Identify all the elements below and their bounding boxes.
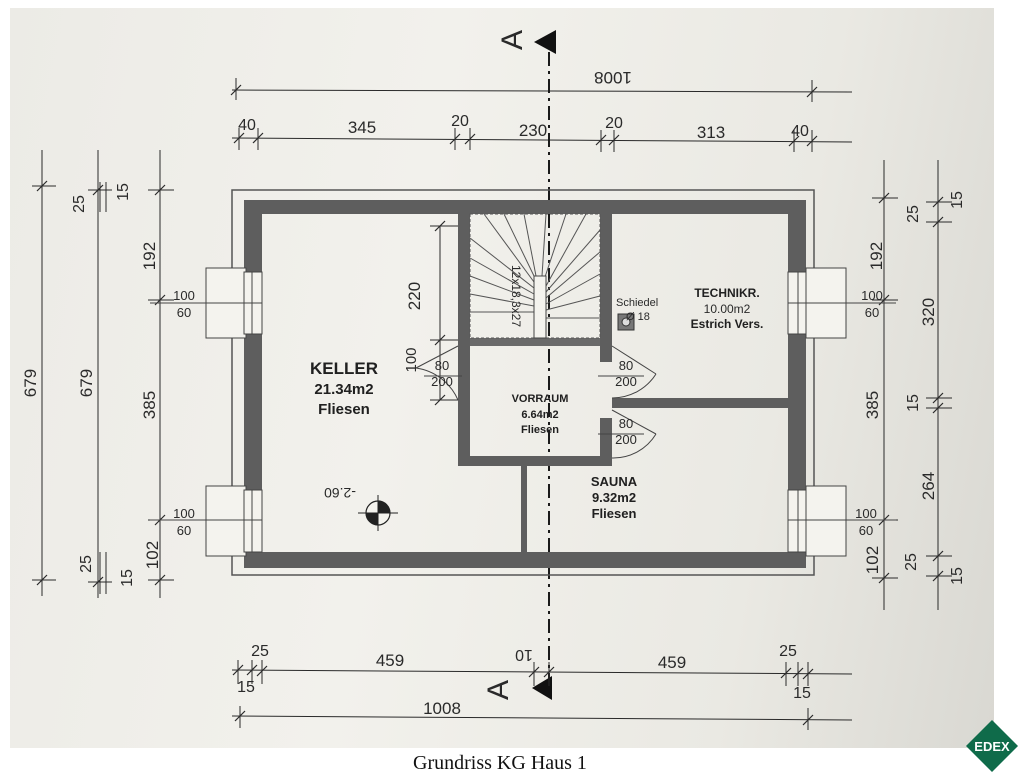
- bottom-seg-2: 459: [376, 651, 404, 670]
- door-technik-top: 80: [619, 358, 633, 373]
- right-dimension-chains: 192 385 102 25 15 320 15 264 25 15: [863, 160, 966, 610]
- room-keller: KELLER 21.34m2 Fliesen: [310, 359, 378, 418]
- window-rt-bottom: 60: [865, 305, 879, 320]
- window-right-bottom: [787, 485, 896, 557]
- right-chain-0: 192: [867, 242, 886, 270]
- bottom-seg-1: 15: [237, 679, 255, 696]
- stair-text: 12x18,3x27: [509, 265, 523, 327]
- left-lower-0: 25: [78, 555, 95, 573]
- top-seg-4: 20: [605, 115, 623, 132]
- level-marker: -2.60: [324, 485, 398, 531]
- left-chain-b-0: 192: [140, 242, 159, 270]
- room-vorraum-name: VORRAUM: [512, 393, 569, 405]
- floor-plan-sheet: [10, 8, 994, 748]
- staircase: 12x18,3x27 220 100: [403, 213, 601, 406]
- left-dimension-chains: 679 679 25 15 192 385 102 25 15: [21, 150, 174, 598]
- room-technik: TECHNIKR. 10.00m2 Estrich Vers.: [691, 286, 764, 331]
- section-arrow-top-icon: [534, 30, 556, 54]
- right-chain-2: 102: [863, 546, 882, 574]
- left-outer-0: 679: [21, 369, 40, 397]
- stair-height-dim: 220: [405, 282, 424, 310]
- door-keller: 80 200: [415, 345, 462, 401]
- room-vorraum-area: 6.64m2: [521, 409, 558, 421]
- right-inner-2: 320: [919, 298, 938, 326]
- right-inner-6: 15: [949, 567, 966, 585]
- building-walls: [231, 189, 815, 576]
- room-vorraum-floor: Fliesen: [521, 424, 559, 436]
- window-lt-top: 100: [173, 288, 195, 303]
- left-outer-1: 679: [77, 369, 96, 397]
- left-chain-b-2: 102: [143, 541, 162, 569]
- room-vorraum: VORRAUM 6.64m2 Fliesen: [512, 393, 569, 436]
- left-lower-1: 15: [119, 569, 136, 587]
- window-lb-top: 100: [173, 506, 195, 521]
- section-label-top: A: [496, 30, 529, 50]
- right-inner-5: 25: [903, 553, 920, 571]
- windows: 100 60 100 60 100 60 100 60: [150, 267, 896, 557]
- door-sauna-bottom: 200: [615, 432, 637, 447]
- section-arrow-bottom-icon: [532, 676, 552, 700]
- left-chain-a-1: 15: [115, 183, 132, 201]
- door-technik: 80 200: [598, 345, 657, 399]
- left-chain-a-0: 25: [71, 195, 88, 213]
- right-inner-0: 25: [905, 205, 922, 223]
- bottom-seg-6: 15: [793, 685, 811, 702]
- top-seg-1: 345: [348, 118, 376, 137]
- room-technik-area: 10.00m2: [704, 302, 751, 316]
- window-left-top: [150, 267, 263, 339]
- bottom-seg-3: 10: [515, 646, 533, 663]
- window-left-bottom: [150, 485, 263, 557]
- right-inner-1: 15: [949, 191, 966, 209]
- door-sauna-top: 80: [619, 416, 633, 431]
- level-value: -2.60: [324, 485, 356, 501]
- bottom-dimension-chains: 25 15 459 10 459 25 15 1008: [231, 643, 853, 730]
- top-total-dim: 1008: [594, 68, 632, 87]
- window-lb-bottom: 60: [177, 523, 191, 538]
- left-chain-b-1: 385: [140, 391, 159, 419]
- drawing-caption: Grundriss KG Haus 1: [413, 752, 587, 774]
- room-sauna-floor: Fliesen: [592, 506, 637, 521]
- top-seg-6: 40: [791, 123, 809, 140]
- stair-door-dim: 100: [403, 347, 420, 372]
- doors: 80 200 80 200 80 200: [415, 345, 657, 459]
- window-lt-bottom: 60: [177, 305, 191, 320]
- right-inner-3: 15: [905, 394, 922, 412]
- chimney-size: Ø 18: [626, 311, 650, 323]
- bottom-total-dim: 1008: [423, 699, 461, 718]
- right-chain-1: 385: [863, 391, 882, 419]
- top-seg-2: 20: [451, 113, 469, 130]
- bottom-seg-0: 25: [251, 643, 269, 660]
- right-inner-4: 264: [919, 472, 938, 500]
- window-right-top: [787, 267, 896, 339]
- section-label-bottom: A: [482, 680, 515, 700]
- window-rb-top: 100: [855, 506, 877, 521]
- top-seg-3: 230: [519, 121, 547, 140]
- room-keller-name: KELLER: [310, 359, 378, 378]
- door-keller-bottom: 200: [431, 374, 453, 389]
- bottom-seg-4: 459: [658, 653, 686, 672]
- top-seg-0: 40: [238, 117, 256, 134]
- window-rt-top: 100: [861, 288, 883, 303]
- room-sauna-area: 9.32m2: [592, 490, 636, 505]
- room-technik-floor: Estrich Vers.: [691, 317, 764, 331]
- chimney-name: Schiedel: [616, 297, 658, 309]
- bottom-seg-5: 25: [779, 643, 797, 660]
- edex-logo: EDEX: [966, 720, 1018, 772]
- top-dimension-chain: 1008 40 345 20 230 20 313 40: [230, 68, 853, 152]
- room-keller-floor: Fliesen: [318, 401, 370, 418]
- section-line-a: A A: [482, 30, 556, 700]
- room-technik-name: TECHNIKR.: [694, 286, 759, 300]
- window-rb-bottom: 60: [859, 523, 873, 538]
- room-sauna-name: SAUNA: [591, 474, 638, 489]
- door-keller-top: 80: [435, 358, 449, 373]
- top-seg-5: 313: [697, 123, 725, 142]
- chimney: Schiedel Ø 18: [616, 297, 658, 331]
- logo-text: EDEX: [974, 739, 1010, 754]
- room-sauna: SAUNA 9.32m2 Fliesen: [591, 474, 638, 521]
- room-keller-area: 21.34m2: [314, 381, 373, 398]
- door-technik-bottom: 200: [615, 374, 637, 389]
- door-sauna: 80 200: [598, 409, 657, 459]
